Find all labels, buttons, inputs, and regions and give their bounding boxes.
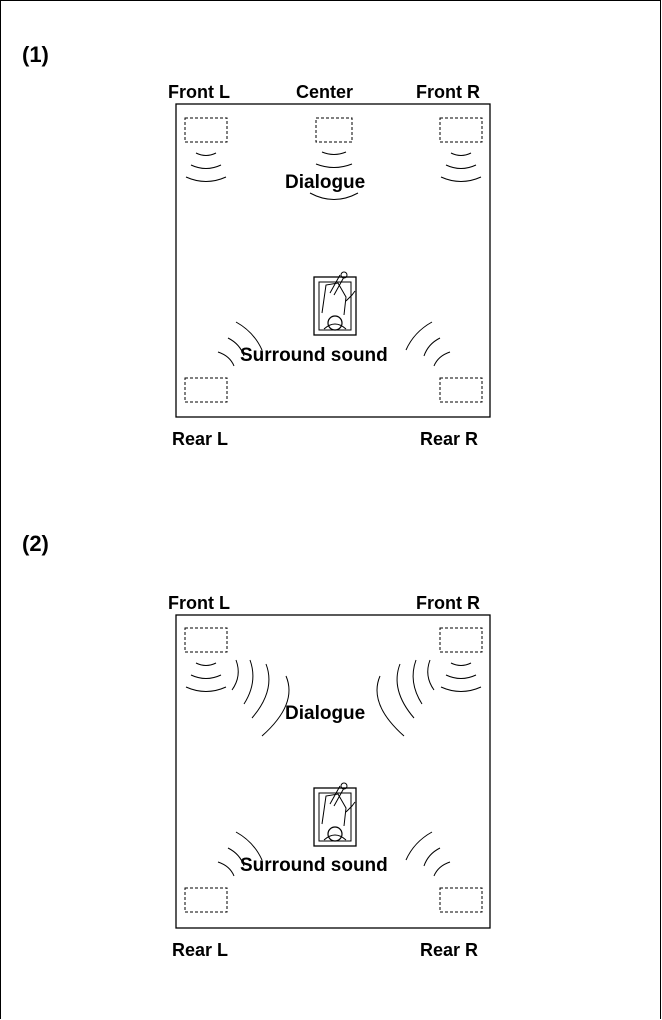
front-right-speaker [439,627,483,653]
rear-left-waves [217,321,263,367]
room-outline [175,103,491,418]
rear-left-label: Rear L [172,940,228,960]
front-left-label: Front L [168,82,230,102]
rear-right-speaker [439,377,483,403]
rear-left-waves [217,831,263,877]
dialogue-label: Dialogue [285,172,365,193]
center-speaker [315,117,353,143]
front-left-speaker [184,117,228,143]
rear-left-speaker [184,887,228,913]
center-waves [309,151,359,200]
listener-icon [313,271,357,336]
front-left-waves [185,152,227,182]
listener-icon [313,782,357,847]
section-1: (1) Front L Center Front R Dialogue [22,42,491,449]
rear-left-label: Rear L [172,429,228,449]
front-right-waves [440,152,482,182]
front-right-label: Front R [416,82,480,102]
rear-left-speaker [184,377,228,403]
surround-sound-label: Surround sound [240,345,388,366]
rear-right-speaker [439,887,483,913]
front-right-label: Front R [416,593,480,613]
front-right-speaker [439,117,483,143]
rear-right-label: Rear R [420,940,478,960]
front-left-speaker [184,627,228,653]
section-2: (2) Front L Front R Dialogue [22,531,491,960]
section-1-number: (1) [22,42,49,67]
rear-right-waves [405,831,451,877]
dialogue-label: Dialogue [285,703,365,724]
front-right-waves [376,659,482,737]
center-label: Center [296,82,353,102]
front-left-label: Front L [168,593,230,613]
rear-right-label: Rear R [420,429,478,449]
surround-sound-label: Surround sound [240,855,388,876]
rear-right-waves [405,321,451,367]
section-2-number: (2) [22,531,49,556]
front-left-waves [185,659,290,737]
room-outline [175,614,491,929]
